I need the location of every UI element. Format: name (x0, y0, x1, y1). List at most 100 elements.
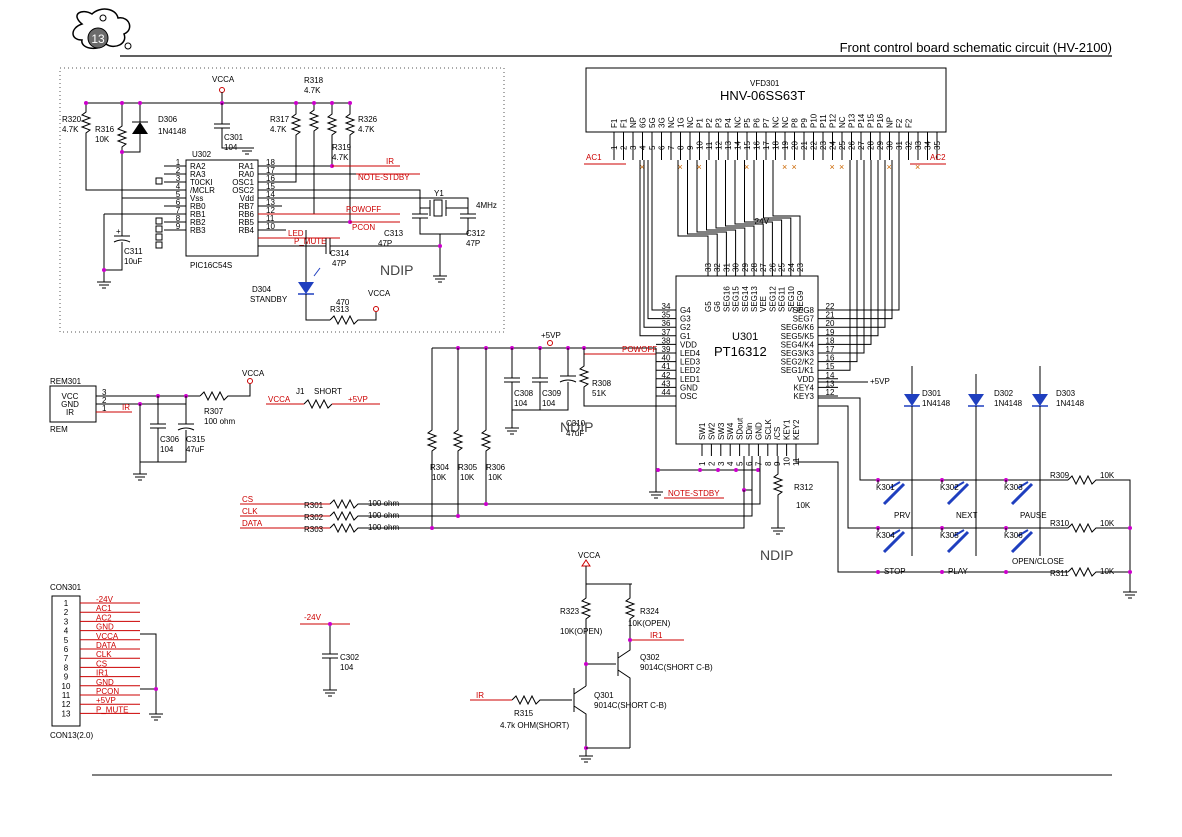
vfd-pin-name: P6 (753, 118, 762, 128)
u302-pin-num: 5 (176, 190, 181, 199)
vfd-pin-num: 8 (677, 145, 686, 150)
r326-ref: R326 (358, 115, 378, 124)
r302-ref: R302 (304, 513, 324, 522)
u302-pin-name: RA1 (238, 162, 254, 171)
r306-ref: R306 (486, 463, 506, 472)
r317-value: 4.7K (270, 125, 287, 134)
u301-pin-num: 44 (662, 388, 671, 397)
u302-body (185, 159, 259, 257)
u301-pin-name: SW3 (717, 422, 726, 440)
vfd-pin-name: P2 (705, 118, 714, 128)
u302-pin-name: RA3 (190, 170, 206, 179)
j1-vcca-label: VCCA (268, 395, 291, 404)
d306-ref: D306 (158, 115, 178, 124)
vfd-nc-mark: × (744, 162, 749, 172)
rem-pin-name: IR (66, 408, 74, 417)
u301-pin-num: 23 (796, 263, 805, 272)
u301-pin-name: G3 (680, 315, 691, 324)
ndip-label: NDIP (380, 262, 413, 278)
u302-pin-num: 10 (266, 222, 275, 231)
ground-symbol (433, 275, 447, 283)
ground-symbol (240, 147, 254, 155)
ndip-label-2: NDIP (560, 419, 593, 435)
page-title: Front control board schematic circuit (H… (840, 40, 1112, 55)
vfd-pin-name: F2 (895, 118, 904, 128)
k304-ref: K304 (876, 531, 895, 540)
r307-value: 100 ohm (204, 417, 235, 426)
u301-pin-name: SEG13 (750, 286, 759, 312)
u301-pin-num: 40 (662, 354, 671, 363)
con301-pin-num: 9 (64, 673, 69, 682)
vfd-pin-name: NC (781, 116, 790, 128)
k302-ref: K302 (940, 483, 959, 492)
vfd-pin-name: F2 (905, 118, 914, 128)
u301-pin-num: 35 (662, 311, 671, 320)
vfd-pin-name: P5 (743, 118, 752, 128)
vfd-pin-name: P3 (715, 118, 724, 128)
d303: D303 1N4148 (1032, 366, 1085, 548)
k305-ref: K305 (940, 531, 959, 540)
u302-pin-num: 16 (266, 174, 275, 183)
u301-pin-num: 28 (750, 263, 759, 272)
u301-pin-name: VDD (680, 340, 697, 349)
key-switches (877, 480, 1041, 556)
u301-pin-num: 27 (759, 263, 768, 272)
ground-symbol (323, 689, 337, 697)
key-switch-contact (1010, 482, 1034, 506)
r324-value: 10K(OPEN) (628, 619, 671, 628)
u301-pin-num: 10 (783, 457, 792, 466)
r301-value: 100 ohm (368, 499, 399, 508)
u301-bottom-pins: SW11SW22SW33SW44SDout5SDin6GND7SCLK8/CS9… (698, 417, 801, 466)
u301-pin-name: SW2 (707, 422, 716, 440)
con301-pin-num: 5 (64, 636, 69, 645)
c310-ref: C310 (566, 419, 586, 428)
r316-ref: R316 (95, 125, 115, 134)
k303-ref: K303 (1004, 483, 1023, 492)
c311-ref: C311 (124, 247, 143, 256)
keys-section: D301 1N4148 D302 1N4148 D303 1N4148 K301… (795, 366, 1137, 599)
vfd-pin-num: 23 (819, 141, 828, 150)
vfd-pin-name: NP (629, 117, 638, 128)
u301-pin-name: KEY2 (792, 419, 801, 440)
vfd-pin-num: 11 (705, 141, 714, 150)
u301-pin-name: G6 (713, 301, 722, 312)
vfd-pin-name: P11 (819, 114, 828, 128)
u302-pin-name: RB3 (190, 226, 206, 235)
u301-pin-name: SEG3/K3 (781, 349, 815, 358)
d303-ref: D303 (1056, 389, 1076, 398)
r306-value: 10K (488, 473, 503, 482)
y1-value: 4MHz (476, 201, 497, 210)
u302-pin-num: 15 (266, 182, 275, 191)
u302-pin-name: OSC2 (232, 186, 254, 195)
con301-pin-name: P_MUTE (96, 705, 128, 714)
vfd-pin-num: 15 (743, 141, 752, 150)
u302-pin-name: Vss (190, 194, 203, 203)
r311-ref: R311 (1050, 569, 1069, 578)
c314-value: 47P (332, 259, 346, 268)
u302-pin-name: RA0 (238, 170, 254, 179)
vfd-pin-name: F1 (620, 118, 629, 128)
c313-ref: C313 (384, 229, 404, 238)
con301-pin-name: AC1 (96, 604, 112, 613)
con301-pin-name: IR1 (96, 669, 109, 678)
ground-symbol (579, 755, 593, 763)
u302-pin-num: 1 (176, 158, 181, 167)
u301-pin-name: SEG7 (793, 315, 815, 324)
note-stdby-net-label: NOTE-STDBY (358, 173, 410, 182)
vfd-pin-num: 4 (639, 145, 648, 150)
vfd-pin-num: 18 (772, 141, 781, 150)
rem-pin-name: VCC (62, 392, 79, 401)
open-close-label: OPEN/CLOSE (1012, 557, 1064, 566)
u301-pin-name: SEG12 (768, 286, 777, 312)
vfd-pin-num: 10 (696, 141, 705, 150)
u301-pin-name: GND (754, 422, 763, 440)
u301-pin-name: SEG15 (732, 286, 741, 312)
ir-section: VCCA R323 10K(OPEN) R324 10K(OPEN) IR1 Q… (470, 551, 713, 763)
u301-pin-name: SCLK (764, 418, 773, 440)
u301-pin-name: LED4 (680, 349, 701, 358)
led-net-label: LED (288, 229, 304, 238)
r305-value: 10K (460, 473, 475, 482)
